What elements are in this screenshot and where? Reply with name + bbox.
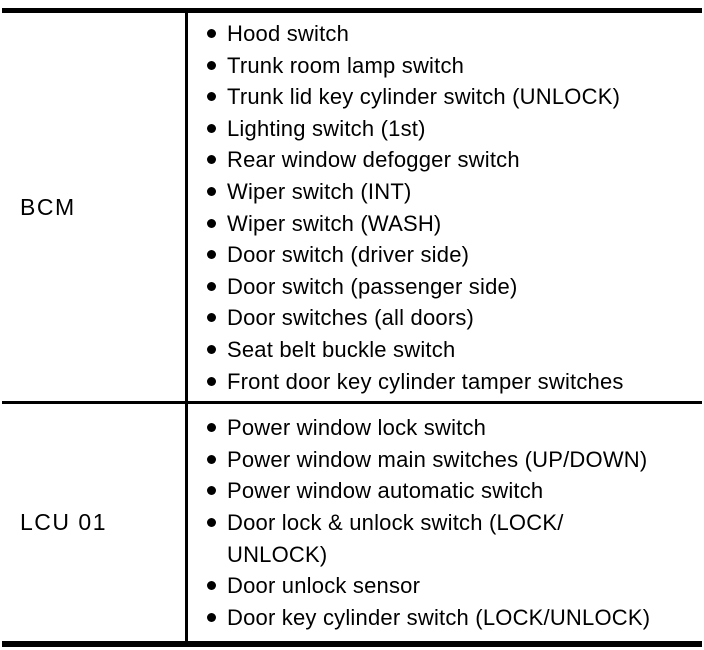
list-item: Front door key cylinder tamper switches <box>188 366 698 398</box>
bullet-icon <box>207 218 216 228</box>
item-label: Power window main switches (UP/DOWN) <box>227 446 648 472</box>
list-item: Lighting switch (1st) <box>188 113 698 145</box>
item-label: Door switch (driver side) <box>227 242 470 268</box>
bullet-icon <box>207 423 216 433</box>
item-label: Hood switch <box>227 21 350 46</box>
list-item: Trunk lid key cylinder switch (UNLOCK) <box>188 81 698 113</box>
module-name-cell: LCU 01 <box>2 404 188 642</box>
item-list: Hood switch Trunk room lamp switch Trunk… <box>188 13 702 401</box>
list-item: Power window lock switch <box>188 412 698 444</box>
list-item: Rear window defogger switch <box>188 144 698 176</box>
list-item: Door switch (driver side) <box>188 239 698 271</box>
module-label: LCU 01 <box>20 509 107 536</box>
item-label: Lighting switch (1st) <box>227 115 426 141</box>
bullet-icon <box>207 486 216 496</box>
item-label: Door unlock sensor <box>227 573 421 599</box>
item-label: Door switch (passenger side) <box>227 273 518 299</box>
list-item: Seat belt buckle switch <box>188 334 698 366</box>
bullet-icon <box>207 281 216 291</box>
item-list: Power window lock switch Power window ma… <box>188 404 702 641</box>
list-item: Door lock & unlock switch (LOCK/ UNLOCK) <box>188 507 698 570</box>
item-label: Wiper switch (INT) <box>227 178 412 204</box>
switch-signal-table: BCM Hood switch Trunk room lamp switch T… <box>2 8 702 648</box>
list-item: Power window automatic switch <box>188 475 698 507</box>
bullet-icon <box>207 517 216 527</box>
bullet-icon <box>207 92 216 102</box>
item-label: Power window lock switch <box>227 415 487 441</box>
bullet-icon <box>207 581 216 591</box>
list-item: Wiper switch (INT) <box>188 176 698 208</box>
bullet-icon <box>207 344 216 354</box>
list-item: Power window main switches (UP/DOWN) <box>188 444 698 476</box>
item-label: Trunk room lamp switch <box>227 52 465 78</box>
list-item: Trunk room lamp switch <box>188 50 698 82</box>
list-item: Wiper switch (WASH) <box>188 208 698 240</box>
item-label: Door lock & unlock switch (LOCK/ UNLOCK) <box>227 509 564 567</box>
list-item: Door unlock sensor <box>188 570 698 602</box>
bullet-icon <box>207 454 216 464</box>
bullet-icon <box>207 29 216 38</box>
item-label: Door switches (all doors) <box>227 305 475 331</box>
bullet-icon <box>207 313 216 323</box>
list-item: Door key cylinder switch (LOCK/UNLOCK) <box>188 602 698 634</box>
item-label: Power window automatic switch <box>227 478 544 504</box>
table-row: BCM Hood switch Trunk room lamp switch T… <box>2 13 702 402</box>
bullet-icon <box>207 155 216 165</box>
item-label: Door key cylinder switch (LOCK/UNLOCK) <box>227 604 651 630</box>
bullet-icon <box>207 186 216 196</box>
bullet-icon <box>207 376 216 386</box>
table-row: LCU 01 Power window lock switch Power wi… <box>2 401 702 642</box>
bullet-icon <box>207 60 216 70</box>
item-label: Rear window defogger switch <box>227 147 520 173</box>
bullet-icon <box>207 612 216 622</box>
list-item: Door switch (passenger side) <box>188 271 698 303</box>
item-label: Trunk lid key cylinder switch (UNLOCK) <box>227 84 621 110</box>
list-item: Hood switch <box>188 18 698 50</box>
bullet-icon <box>207 250 216 260</box>
item-label: Front door key cylinder tamper switches <box>227 368 624 394</box>
list-item: Door switches (all doors) <box>188 302 698 334</box>
module-label: BCM <box>20 193 76 220</box>
bullet-icon <box>207 123 216 133</box>
item-label: Wiper switch (WASH) <box>227 210 442 236</box>
module-name-cell: BCM <box>2 13 188 402</box>
item-label: Seat belt buckle switch <box>227 336 456 362</box>
